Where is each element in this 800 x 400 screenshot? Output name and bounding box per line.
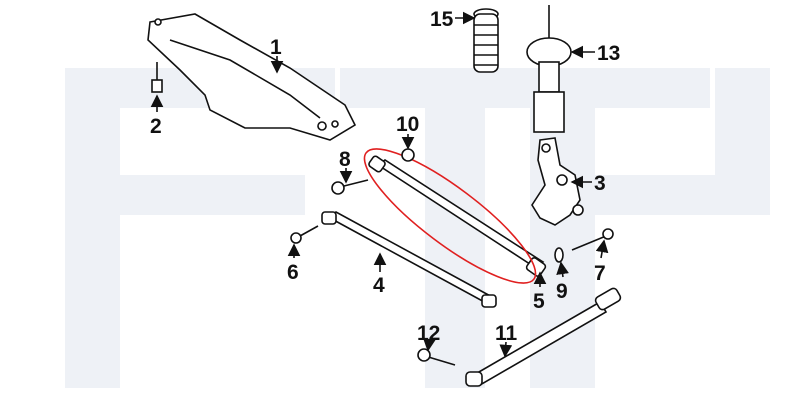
callout-5: 5 bbox=[533, 290, 545, 313]
part-bolt-7[interactable] bbox=[571, 228, 614, 251]
callout-11: 11 bbox=[495, 322, 518, 345]
callout-6: 6 bbox=[287, 261, 299, 284]
callout-12: 12 bbox=[417, 322, 440, 345]
callout-8: 8 bbox=[339, 148, 351, 171]
callout-4: 4 bbox=[373, 274, 385, 297]
part-lateral-link-front[interactable] bbox=[321, 211, 497, 308]
part-washer-9[interactable] bbox=[554, 247, 564, 263]
part-crossmember[interactable] bbox=[147, 13, 357, 141]
callout-1: 1 bbox=[270, 36, 282, 59]
callout-15: 15 bbox=[430, 8, 454, 31]
part-bolt-6[interactable] bbox=[290, 225, 319, 244]
part-knuckle[interactable] bbox=[531, 137, 584, 226]
part-lateral-link-rear[interactable] bbox=[368, 155, 547, 277]
callout-9: 9 bbox=[556, 280, 568, 303]
callout-2: 2 bbox=[150, 115, 162, 138]
part-bump-stop[interactable] bbox=[473, 8, 499, 73]
callout-13: 13 bbox=[597, 42, 620, 65]
callout-3: 3 bbox=[594, 172, 606, 195]
callout-10: 10 bbox=[396, 113, 419, 136]
part-bolt-8[interactable] bbox=[331, 179, 369, 195]
part-stud[interactable] bbox=[151, 62, 163, 93]
callout-7: 7 bbox=[594, 262, 606, 285]
part-nut-10[interactable] bbox=[401, 148, 415, 162]
watermark bbox=[65, 68, 770, 388]
part-trailing-arm[interactable] bbox=[465, 287, 622, 387]
callouts: 1 2 3 4 5 6 7 8 9 10 11 12 13 15 bbox=[150, 8, 620, 358]
